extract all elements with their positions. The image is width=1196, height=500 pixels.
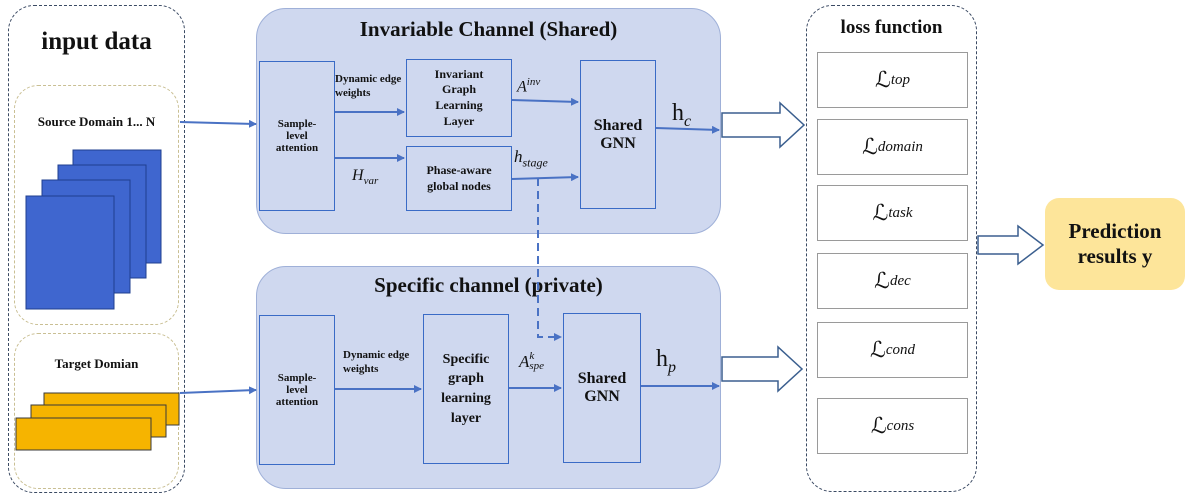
loss-function-panel bbox=[806, 5, 977, 492]
loss-symbol: ℒ bbox=[874, 67, 891, 93]
prediction-results-box: Prediction results y bbox=[1045, 198, 1185, 290]
specific-channel-title: Specific channel (private) bbox=[374, 273, 603, 297]
target-to-specific-arrow bbox=[179, 386, 257, 395]
invariant-to-gnn-arrow bbox=[511, 97, 579, 106]
loss-to-prediction-block-arrow bbox=[977, 224, 1045, 266]
inv-sample-attention-box: Sample-level attention bbox=[259, 61, 335, 211]
input-data-panel bbox=[8, 5, 185, 493]
inv-gnn-to-hc-arrow bbox=[655, 125, 720, 134]
hc-label: hc bbox=[672, 100, 692, 130]
source-domain-panel bbox=[14, 85, 179, 325]
loss-subscript: task bbox=[888, 204, 913, 221]
source-to-invariable-arrow bbox=[179, 119, 257, 128]
loss-function-title: loss function bbox=[840, 17, 943, 38]
phase-to-gnn-arrow bbox=[511, 173, 579, 182]
source-domain-stack bbox=[25, 149, 162, 310]
invariant-graph-layer-box: Invariant Graph Learning Layer bbox=[406, 59, 512, 137]
inv-dynamic-edge-label: Dynamic edge weights bbox=[335, 73, 402, 100]
spe-sample-attention-box: Sample-level attention bbox=[259, 315, 335, 465]
h-stage-label: hstage bbox=[514, 147, 548, 170]
loss-subscript: top bbox=[890, 71, 911, 88]
spe-dynamic-edge-label: Dynamic edge weights bbox=[343, 349, 410, 376]
h-var-label: Hvar bbox=[352, 167, 379, 188]
hp-label: hp bbox=[656, 346, 676, 376]
loss-subscript: dec bbox=[890, 272, 911, 289]
hc-to-loss-block-arrow bbox=[721, 101, 806, 149]
specific-graph-layer-box: Specific graph learning layer bbox=[423, 314, 509, 464]
phase-aware-nodes-box: Phase-aware global nodes bbox=[406, 146, 512, 211]
loss-symbol: ℒ bbox=[862, 134, 878, 160]
specific-channel-panel bbox=[256, 266, 721, 489]
loss-symbol: ℒ bbox=[870, 413, 887, 439]
loss-subscript: domain bbox=[877, 138, 923, 155]
target-domain-label: Target Domian bbox=[54, 356, 139, 371]
invariable-channel-title: Invariable Channel (Shared) bbox=[359, 17, 618, 41]
loss-subscript: cons bbox=[886, 417, 915, 434]
source-domain-label: Source Domain 1... N bbox=[37, 114, 156, 129]
a-inv-label: Ainv bbox=[517, 76, 541, 96]
loss-subscript: cond bbox=[885, 341, 916, 358]
invariable-channel-panel bbox=[256, 8, 721, 234]
target-domain-stack bbox=[15, 392, 180, 451]
spe-shared-gnn-box: Shared GNN bbox=[563, 313, 641, 463]
loss-symbol: ℒ bbox=[872, 200, 889, 226]
loss-symbol: ℒ bbox=[869, 337, 886, 363]
h-stage-dashed-link bbox=[537, 178, 562, 341]
input-data-title: input data bbox=[41, 28, 152, 55]
inv-shared-gnn-box: Shared GNN bbox=[580, 60, 656, 209]
hp-to-loss-block-arrow bbox=[721, 345, 804, 393]
loss-symbol: ℒ bbox=[874, 268, 891, 294]
